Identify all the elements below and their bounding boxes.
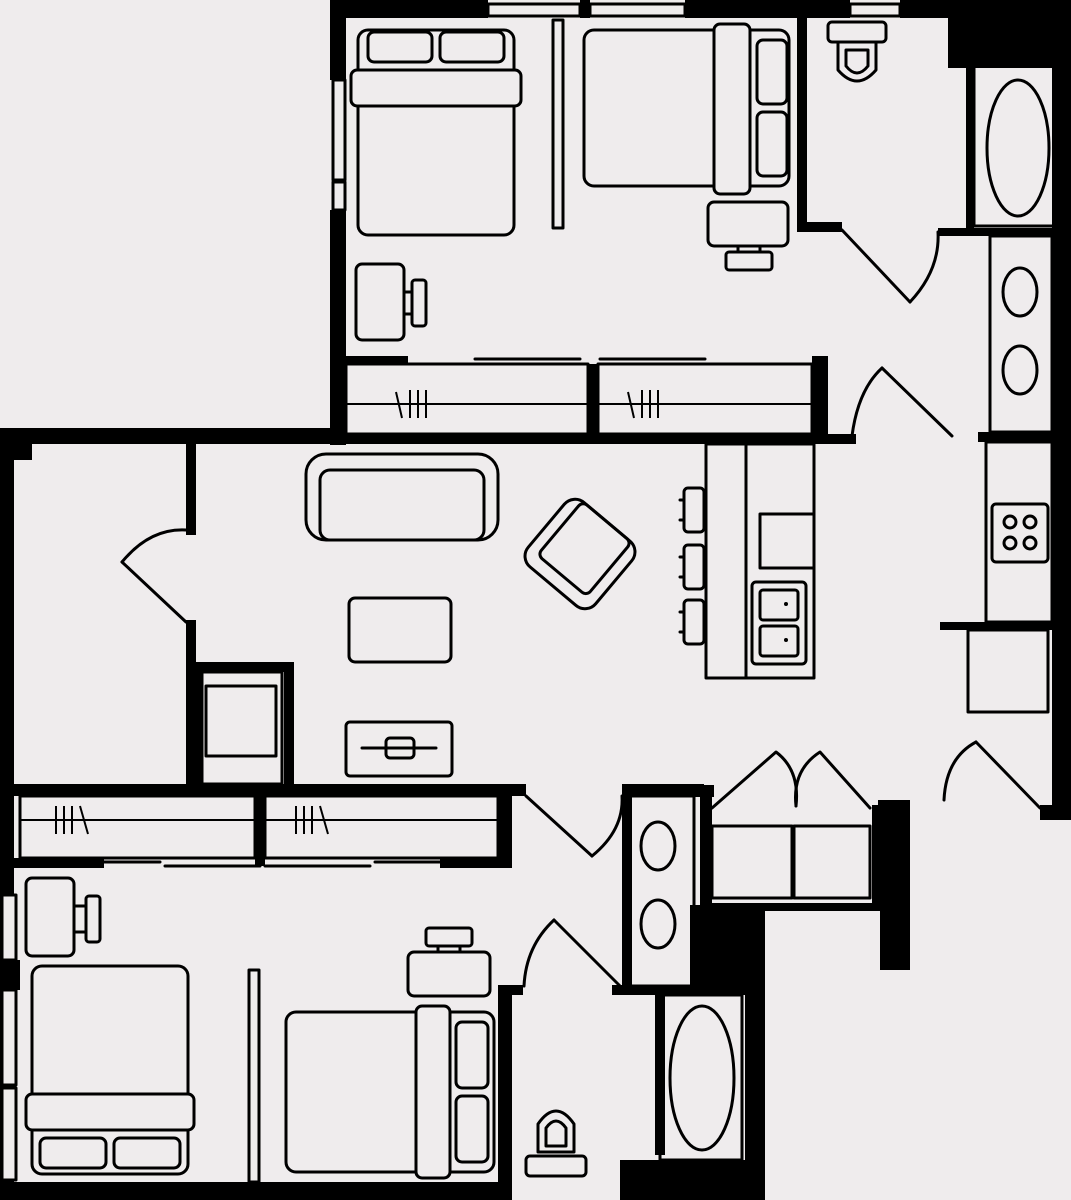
- toilet-icon: [826, 20, 888, 83]
- door-swing-bath2: [850, 366, 954, 438]
- bathroom-top: [826, 20, 1056, 438]
- coffee-table: [347, 596, 453, 664]
- counter-right: [984, 440, 1054, 624]
- bathtub-icon: [658, 993, 744, 1162]
- door-swing: [840, 228, 940, 304]
- bedroom-top: [349, 18, 791, 342]
- refrigerator: [966, 628, 1050, 714]
- windows: [0, 2, 902, 1182]
- stove-icon: [990, 502, 1050, 564]
- desk-chair-top: [706, 200, 790, 272]
- bed-bottom-right: [284, 1004, 496, 1180]
- tv-stand: [344, 720, 454, 778]
- toilet-icon: [524, 1109, 588, 1178]
- armchair-icon: [523, 497, 637, 611]
- dishwasher: [758, 512, 816, 570]
- hangers-icon: [55, 805, 329, 835]
- vanity-top: [988, 234, 1054, 434]
- sofa-icon: [304, 452, 500, 542]
- door-entry: [120, 528, 188, 624]
- door-bath-bottom: [522, 918, 622, 988]
- bedroom-bottom: [24, 876, 496, 1184]
- partition-divider: [551, 18, 565, 230]
- living-room: [120, 452, 706, 786]
- bar-stools: [678, 486, 706, 646]
- fireplace-box: [200, 670, 284, 786]
- kitchen: [704, 440, 1054, 810]
- door-hall: [524, 794, 624, 858]
- bathroom-bottom: [522, 794, 744, 1178]
- bed-bottom-left: [24, 964, 196, 1176]
- desk-chair-bottom: [406, 926, 492, 998]
- bathtub-icon: [972, 64, 1056, 228]
- nightstand-desk: [354, 262, 428, 342]
- nightstand-bottom: [24, 876, 102, 958]
- partition-divider: [247, 968, 261, 1184]
- vanity-bottom: [626, 794, 696, 988]
- closet-top: [344, 357, 814, 436]
- sink-icon: [750, 580, 808, 666]
- closet-bottom: [18, 794, 624, 868]
- bed-right: [582, 22, 791, 196]
- hangers-icon: [395, 390, 659, 419]
- laundry-closet: [710, 750, 872, 900]
- bed-left: [349, 28, 523, 237]
- door-kitchen: [942, 740, 1042, 810]
